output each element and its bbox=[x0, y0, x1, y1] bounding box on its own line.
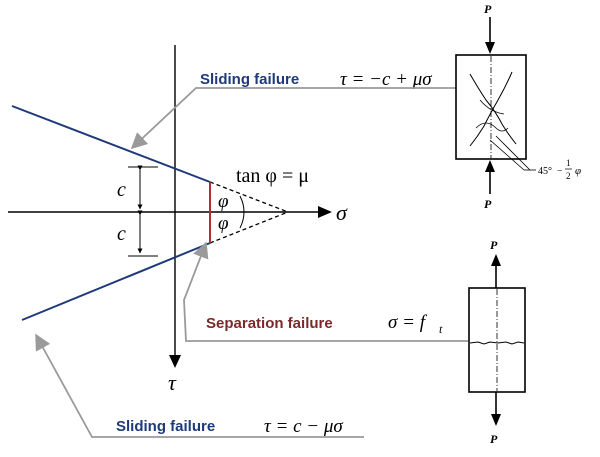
shear-crack-c bbox=[479, 99, 505, 115]
sliding-failure-label-top: Sliding failure bbox=[200, 71, 299, 88]
shear-crack-d bbox=[475, 122, 509, 132]
tension-arrowhead-up bbox=[491, 254, 501, 266]
leader-separation bbox=[183, 241, 468, 342]
phi-arc-lower bbox=[239, 211, 245, 229]
leader-sliding-bottom bbox=[35, 333, 364, 438]
c-label-upper: c bbox=[117, 179, 126, 201]
angle-phi: φ bbox=[575, 165, 581, 177]
angle-leader-1 bbox=[495, 135, 531, 171]
phi-label-upper: φ bbox=[218, 191, 229, 212]
separation-equation: σ = f bbox=[388, 312, 428, 333]
load-label-top-specimen-lower: P bbox=[484, 197, 492, 211]
specimen-tension: P P bbox=[468, 238, 526, 446]
separation-failure-label: Separation failure bbox=[206, 315, 333, 332]
load-label-bottom-specimen-lower: P bbox=[490, 432, 498, 446]
angle-frac-den: 2 bbox=[566, 171, 571, 181]
load-arrowhead-down bbox=[485, 42, 495, 54]
sigma-axis-arrowhead bbox=[318, 206, 332, 218]
tau-axis-arrowhead bbox=[169, 355, 181, 368]
leader-sliding-top bbox=[130, 87, 456, 150]
sliding-envelope-lower bbox=[21, 242, 211, 321]
specimen-compression: P 45° − 1 2 φ P bbox=[455, 2, 581, 211]
phi-arc-upper bbox=[239, 195, 245, 213]
tan-relation: tan φ = μ bbox=[236, 165, 309, 187]
sliding-failure-label-bottom: Sliding failure bbox=[116, 418, 215, 435]
load-arrowhead-up bbox=[485, 160, 495, 172]
separation-crack bbox=[469, 341, 525, 345]
shear-crack-b bbox=[469, 71, 513, 147]
phi-label-lower: φ bbox=[218, 213, 229, 234]
tension-arrowhead-down bbox=[491, 414, 501, 426]
tau-axis-label: τ bbox=[168, 370, 177, 395]
angle-frac-num: 1 bbox=[566, 158, 571, 168]
c-label-lower: c bbox=[117, 223, 126, 245]
separation-equation-subscript: t bbox=[439, 322, 443, 336]
sliding-equation-top: τ = −c + μσ bbox=[340, 69, 432, 90]
sigma-axis-label: σ bbox=[336, 200, 348, 225]
load-label-bottom-specimen-upper: P bbox=[490, 238, 498, 252]
angle-label-minus: − bbox=[557, 166, 563, 177]
angle-leader-2 bbox=[489, 139, 525, 171]
shear-crack-a bbox=[469, 73, 517, 145]
angle-label-prefix: 45° bbox=[538, 166, 552, 177]
load-label-top-specimen-upper: P bbox=[484, 2, 492, 16]
sliding-equation-bottom: τ = c − μσ bbox=[264, 416, 343, 437]
sliding-envelope-upper bbox=[11, 105, 211, 183]
